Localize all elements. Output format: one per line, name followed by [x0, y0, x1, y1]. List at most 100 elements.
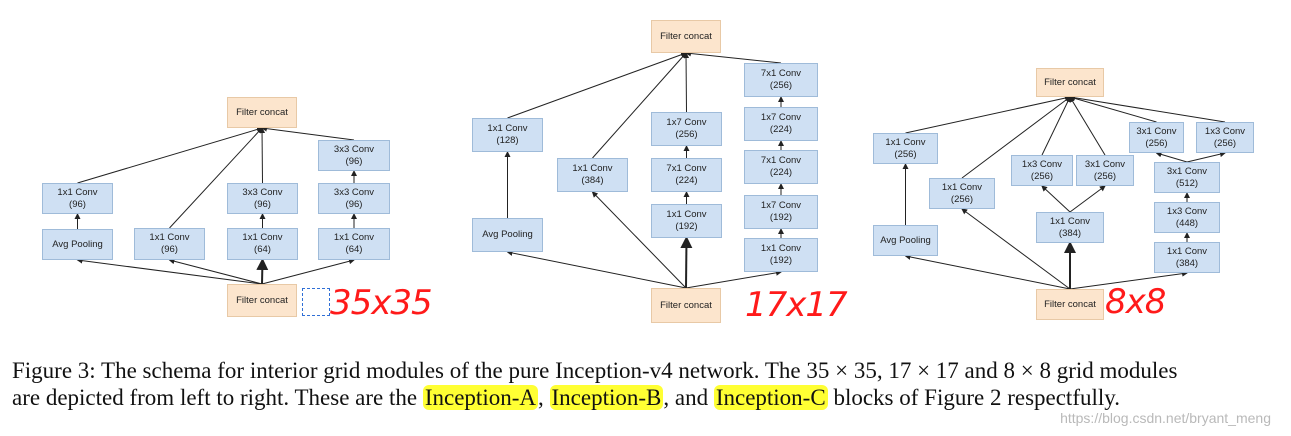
- caption-text: are depicted from left to right. These a…: [12, 385, 423, 410]
- node-channels: (96): [161, 244, 178, 255]
- node-title: 1x1 Conv: [487, 123, 528, 134]
- filter-concat-node-1-concat_top: Filter concat: [651, 20, 721, 53]
- layer-node-2-b3b: 1x1 Conv(384): [1036, 212, 1104, 243]
- filter-concat-node-0-concat_bottom: Filter concat: [227, 284, 297, 317]
- caption-text: , and: [663, 385, 714, 410]
- node-title: 7x1 Conv: [760, 155, 802, 166]
- layer-node-1-b4b: 1x7 Conv(224): [744, 107, 818, 141]
- node-channels: (128): [496, 135, 519, 146]
- node-channels: (192): [769, 255, 793, 266]
- layer-node-1-b4e: 1x1 Conv(192): [744, 238, 818, 272]
- node-channels: (96): [345, 155, 363, 167]
- edge-1-0: [507, 51, 687, 119]
- node-title: 1x1 Conv: [885, 136, 926, 148]
- node-title: Filter concat: [660, 30, 712, 42]
- node-title: 1x1 Conv: [666, 209, 707, 220]
- node-title: 1x7 Conv: [760, 200, 802, 211]
- node-title: 1x7 Conv: [666, 117, 707, 128]
- node-title: 1x3 Conv: [1204, 125, 1246, 137]
- layer-node-2-b2: 1x1 Conv(256): [929, 178, 995, 209]
- node-channels: (512): [1175, 177, 1199, 189]
- handwritten-label-35x35: 35x35: [330, 283, 433, 323]
- node-channels: (96): [254, 198, 271, 210]
- highlight-inception-c: Inception-C: [713, 385, 828, 410]
- layer-node-1-b3c: 1x1 Conv(192): [651, 204, 722, 238]
- layer-node-2-b3r: 3x1 Conv(256): [1076, 155, 1134, 186]
- layer-node-0-pool: Avg Pooling: [42, 229, 113, 260]
- filter-concat-node-2-concat_top: Filter concat: [1036, 68, 1104, 97]
- layer-node-1-b4c: 7x1 Conv(224): [744, 150, 818, 184]
- edge-2-2: [1041, 96, 1071, 156]
- node-title: 1x3 Conv: [1021, 158, 1063, 170]
- node-channels: (256): [950, 193, 974, 205]
- layer-node-0-b4c: 1x1 Conv(64): [318, 228, 390, 260]
- caption-text: ,: [538, 385, 550, 410]
- edge-2-1: [961, 96, 1071, 179]
- node-channels: (96): [345, 198, 363, 210]
- highlight-inception-a: Inception-A: [422, 385, 538, 410]
- node-title: 3x1 Conv: [1084, 158, 1126, 170]
- edge-2-11: [1155, 151, 1188, 163]
- layer-node-0-p1: 1x1 Conv(96): [42, 183, 113, 214]
- node-channels: (256): [675, 129, 698, 140]
- node-title: 3x1 Conv: [1166, 165, 1208, 177]
- node-title: 1x1 Conv: [941, 181, 983, 193]
- edge-0-0: [77, 126, 263, 184]
- edge-2-13: [904, 254, 1071, 290]
- node-channels: (448): [1175, 217, 1199, 229]
- node-title: 1x7 Conv: [760, 112, 802, 123]
- node-channels: (224): [675, 175, 698, 186]
- node-title: Filter concat: [236, 106, 288, 118]
- node-title: Avg Pooling: [482, 229, 533, 240]
- edge-2-7: [1041, 185, 1071, 213]
- node-channels: (256): [1145, 137, 1168, 149]
- layer-node-0-b3a: 3x3 Conv(96): [227, 183, 298, 214]
- layer-node-1-b4d: 1x7 Conv(192): [744, 195, 818, 229]
- caption-line-1: Figure 3: The schema for interior grid m…: [12, 358, 1178, 383]
- layer-node-1-b3b: 7x1 Conv(224): [651, 158, 722, 192]
- layer-node-1-pool: Avg Pooling: [472, 218, 543, 252]
- edge-0-8: [76, 257, 263, 285]
- edge-2-5: [1069, 94, 1226, 123]
- node-title: 1x1 Conv: [242, 232, 283, 243]
- node-title: 1x1 Conv: [333, 232, 375, 243]
- node-channels: (224): [769, 167, 793, 178]
- layer-node-2-p1: 1x1 Conv(256): [873, 133, 938, 164]
- layer-node-2-b4o: 1x1 Conv(384): [1154, 242, 1220, 273]
- handwritten-label-17x17: 17x17: [745, 285, 848, 325]
- diagram-edges: [74, 50, 1226, 290]
- node-title: 1x3 Conv: [1166, 205, 1208, 217]
- layer-node-2-b4l: 3x1 Conv(256): [1129, 122, 1184, 153]
- edge-1-12: [591, 191, 687, 289]
- node-channels: (192): [675, 221, 698, 232]
- layer-node-2-pool: Avg Pooling: [873, 225, 938, 256]
- node-title: 3x3 Conv: [333, 143, 375, 155]
- filter-concat-node-1-concat_bottom: Filter concat: [651, 288, 721, 323]
- node-title: Filter concat: [660, 299, 712, 311]
- layer-node-0-b2: 1x1 Conv(96): [134, 228, 205, 260]
- layer-node-2-b4m: 3x1 Conv(512): [1154, 162, 1220, 193]
- node-title: 1x1 Conv: [760, 243, 802, 254]
- filter-concat-node-2-concat_bottom: Filter concat: [1036, 289, 1104, 320]
- node-title: 7x1 Conv: [760, 68, 802, 79]
- node-title: 3x1 Conv: [1136, 125, 1177, 137]
- watermark: https://blog.csdn.net/bryant_meng: [1060, 410, 1271, 426]
- node-title: 1x1 Conv: [1166, 245, 1208, 257]
- edge-1-1: [592, 52, 687, 159]
- edge-0-11: [261, 258, 355, 285]
- edge-2-16: [1069, 270, 1188, 290]
- layer-node-1-p1: 1x1 Conv(128): [472, 118, 543, 152]
- node-title: Avg Pooling: [52, 238, 103, 250]
- layer-node-1-b4a: 7x1 Conv(256): [744, 63, 818, 97]
- node-title: Avg Pooling: [880, 234, 931, 246]
- inception-modules-diagram: [74, 50, 1226, 290]
- caption-line-2: are depicted from left to right. These a…: [12, 384, 1287, 411]
- node-channels: (96): [69, 198, 86, 210]
- node-channels: (256): [1030, 170, 1054, 182]
- selection-box: [302, 288, 330, 316]
- edge-0-3: [261, 125, 355, 141]
- node-title: 1x1 Conv: [572, 163, 613, 174]
- node-channels: (224): [769, 124, 793, 135]
- layer-node-2-b4n: 1x3 Conv(448): [1154, 202, 1220, 233]
- node-channels: (384): [1175, 257, 1199, 269]
